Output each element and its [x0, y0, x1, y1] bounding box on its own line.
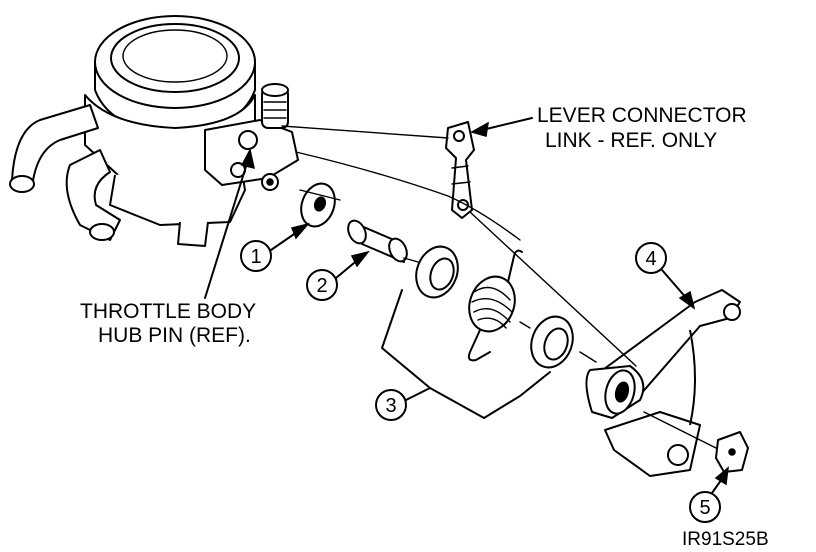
- bushing-part-2: [347, 219, 408, 263]
- lever-connector-line2: LINK - REF. ONLY: [545, 129, 717, 152]
- callout-1-number: 1: [250, 246, 261, 268]
- callout-1: 1: [240, 222, 311, 272]
- callout-4: 4: [635, 242, 696, 310]
- throttle-body: [9, 15, 299, 247]
- torsion-spring: [467, 249, 523, 362]
- figure-code: IR91S25B: [682, 529, 769, 550]
- callout-2: 2: [306, 250, 370, 301]
- lever-connector-link: [445, 121, 475, 219]
- washer-part-1: [300, 182, 336, 228]
- spring-and-bushings-part-3: [415, 245, 574, 369]
- throttle-hub-line1: THROTTLE BODY: [80, 300, 256, 323]
- callout-5-number: 5: [699, 497, 710, 519]
- clip-part-5: [715, 431, 749, 473]
- throttle-hub-line2: HUB PIN (REF).: [98, 324, 251, 347]
- callout-3-number: 3: [385, 395, 396, 417]
- throttle-hub-label: THROTTLE BODY HUB PIN (REF).: [80, 147, 256, 347]
- assembly-axis-lines: [281, 125, 717, 449]
- callout-2-number: 2: [316, 275, 327, 297]
- lever-connector-label: LEVER CONNECTOR LINK - REF. ONLY: [470, 104, 747, 152]
- callout-5: 5: [689, 466, 729, 523]
- callout-4-number: 4: [645, 248, 656, 270]
- lever-connector-line1: LEVER CONNECTOR: [537, 104, 747, 127]
- callout-3: 3: [375, 289, 551, 421]
